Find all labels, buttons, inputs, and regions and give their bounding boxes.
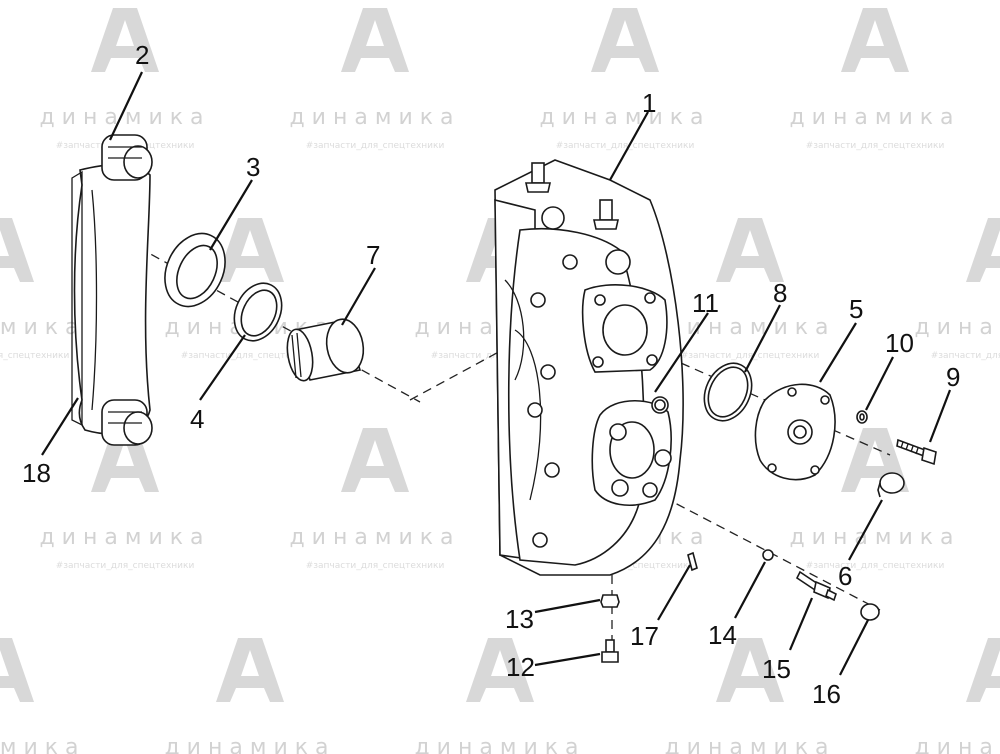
watermark-tile: динамика#запчасти_для_спецтехники [164,638,335,754]
pad-pin-top [101,134,153,181]
watermark-tile: динамика #запчасти_для_спецтехники [789,8,960,151]
part-11-bolt [654,399,666,411]
watermark-subtitle: #запчасти_для_спецтехники [306,141,445,151]
callout-18: 18 [22,458,51,488]
watermark-logo-icon [591,8,659,72]
watermark-tile: динамика #запчасти_для_спецтехники [39,428,210,571]
part-7-piston [286,318,365,382]
callout-13: 13 [505,604,534,634]
watermark-word: динамика [289,105,460,130]
callout-8: 8 [773,278,787,308]
part-17-pin [687,551,698,572]
watermark-word: динамика [164,735,335,754]
part-14-ball [762,549,774,561]
part-15-bleed-nipple [795,570,837,602]
watermark-tile: динамика#запчасти_для_спецтехники [664,638,835,754]
watermark-subtitle: #запчасти_для_спецтехники [181,351,320,361]
part-9-bolt [896,438,937,466]
watermark-logo-icon [966,638,1000,702]
watermark-logo-icon [216,218,284,282]
callout-3: 3 [246,152,260,182]
part-13-nut [600,594,620,608]
watermark-tile: динамика#запчасти_для_спецтехники [914,638,1000,754]
watermark-logo-icon [841,8,909,72]
watermark-word: динамика [289,525,460,550]
callout-17: 17 [630,621,659,651]
watermark-tile: динамика #запчасти_для_спецтехники [539,8,710,151]
watermark-tile: динамика #запчасти_для_спецтехники [914,218,1000,361]
watermark-tile: динамика#запчасти_для_спецтехники [0,638,86,754]
watermark-word: динамика [0,735,86,754]
watermark-logo-icon [716,218,784,282]
callout-1: 1 [642,88,656,118]
watermark-logo-icon [341,8,409,72]
callout-16: 16 [812,679,841,709]
watermark-subtitle: #запчасти_для_спецтехники [931,351,1000,361]
watermark-logo-icon [466,638,534,702]
callout-labels: 1 2 3 4 5 6 7 8 9 10 11 12 13 14 15 16 1… [22,40,960,709]
pad-pin-bottom [101,399,153,446]
callout-7: 7 [366,240,380,270]
watermark-word: динамика [664,315,835,340]
part-16-dust-cap [860,603,880,621]
part-3-dust-seal [164,232,226,308]
callout-5: 5 [849,294,863,324]
watermark-subtitle: #запчасти_для_спецтехники [56,561,195,571]
callout-14: 14 [708,620,737,650]
callout-10: 10 [885,328,914,358]
watermark-subtitle: #запчасти_для_спецтехники [681,351,820,361]
watermark-logo-icon [966,218,1000,282]
bleed-screws-top [525,162,619,230]
callout-12: 12 [506,652,535,682]
part-4-piston-seal [233,282,283,342]
part-1-caliper-housing [494,159,684,576]
watermark-word: динамика [664,735,835,754]
part-12-screw [601,639,619,663]
watermark-word: динамика [914,735,1000,754]
watermark-word: динамика [39,525,210,550]
watermark-word: динамика [914,315,1000,340]
watermark-word: динамика [789,525,960,550]
part-10-washer [856,410,868,424]
watermark-word: динамика [789,105,960,130]
watermark-subtitle: #запчасти_для_спецтехники [0,351,69,361]
watermark-logo-icon [91,8,159,72]
watermark-subtitle: #запчасти_для_спецтехники [306,561,445,571]
callout-2: 2 [135,40,149,70]
watermark-tile: динамика#запчасти_для_спецтехники [39,8,204,151]
part-18-brake-pad [71,134,153,446]
watermark-logo-icon [716,638,784,702]
watermark-logo-icon [216,638,284,702]
watermark-tile: динамика #запчасти_для_спецтехники [289,8,460,151]
watermark-word: динамика [0,315,86,340]
part-6-cap [877,472,905,498]
part-8-o-ring [703,362,753,422]
watermark-logo-icon [341,428,409,492]
watermark-subtitle: #запчасти_для_спецтехники [806,561,945,571]
watermark-layer: динамика #запчасти_для_спецтехники динамик… [0,8,1000,754]
leader-lines [41,71,952,676]
callout-15: 15 [762,654,791,684]
watermark-word: динамика [539,105,710,130]
callout-6: 6 [838,561,852,591]
callout-11: 11 [692,288,719,318]
watermark-word: динамика [414,735,585,754]
callout-9: 9 [946,362,960,392]
watermark-tile: динамика #запчасти_для_спецтехники [0,218,86,361]
watermark-logo-icon [0,218,34,282]
watermark-logo-icon [0,638,34,702]
watermark-subtitle: #запчасти_для_спецтехники [556,141,695,151]
watermark-tile: динамика#запчасти_для_спецтехники [414,638,585,754]
part-5-cover-plate [754,383,836,481]
watermark-tile: динамика #запчасти_для_спецтехники [289,428,460,571]
watermark-subtitle: #запчасти_для_спецтехники [806,141,945,151]
callout-4: 4 [190,404,204,434]
